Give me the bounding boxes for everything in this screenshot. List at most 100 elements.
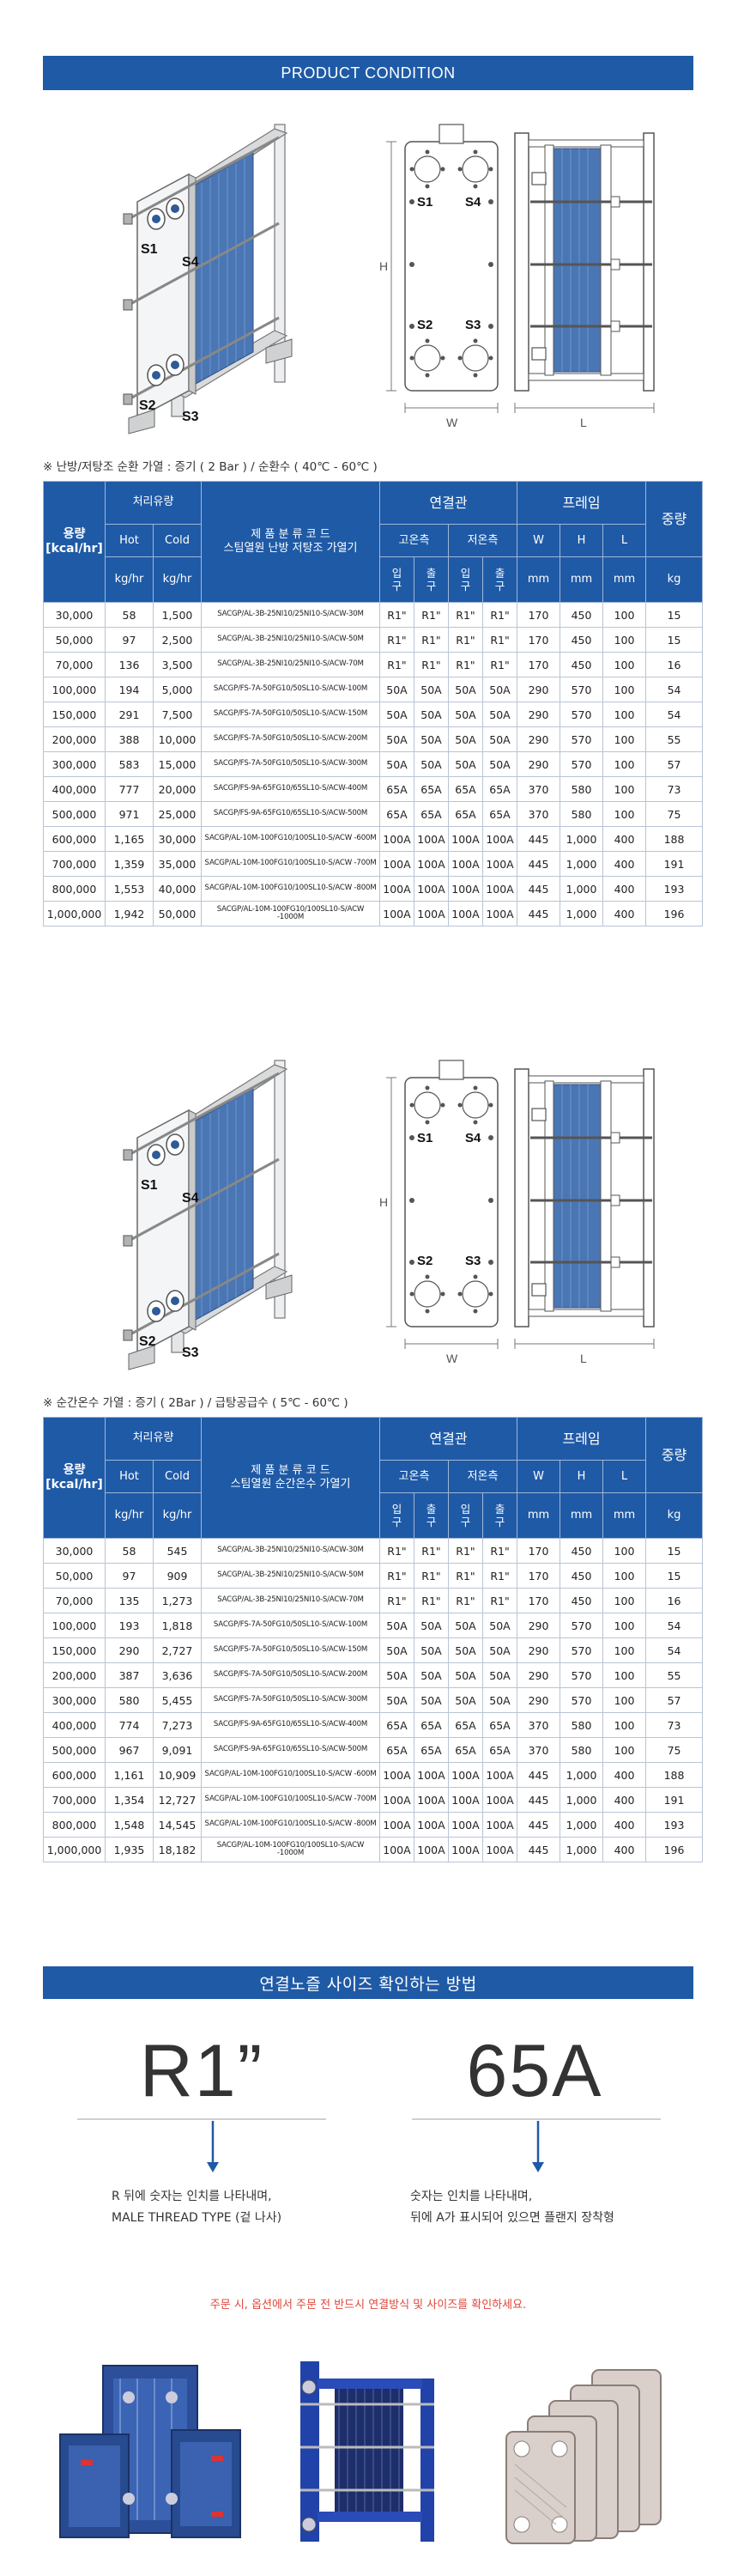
table-cell: 100 bbox=[602, 726, 647, 752]
table-cell: 5,000 bbox=[153, 677, 202, 702]
table-cell: 445 bbox=[517, 1812, 561, 1838]
table-cell: 25,000 bbox=[153, 801, 202, 827]
table-cell: 75 bbox=[645, 801, 704, 827]
table-cell: R1" bbox=[379, 602, 414, 628]
table-cell: 580 bbox=[560, 801, 604, 827]
table-cell: 1,553 bbox=[105, 876, 154, 902]
table-cell: 100A bbox=[414, 1762, 449, 1788]
table-cell: 150,000 bbox=[43, 1637, 106, 1663]
header-low-side: 저온측 bbox=[447, 523, 518, 558]
table-cell: R1" bbox=[481, 602, 518, 628]
table-cell: 290 bbox=[517, 677, 561, 702]
header-connection: 연결관 bbox=[378, 1417, 518, 1461]
table-cell: 57 bbox=[645, 751, 704, 777]
table-cell: 400 bbox=[602, 876, 647, 902]
table-cell: 100 bbox=[602, 801, 647, 827]
header-weight: 중량 bbox=[645, 480, 704, 558]
table-cell: R1" bbox=[448, 1538, 483, 1564]
table-cell: 100A bbox=[379, 1787, 414, 1813]
table-cell: 100A bbox=[414, 901, 449, 927]
table-cell: 450 bbox=[560, 602, 604, 628]
table-cell: R1" bbox=[481, 652, 518, 677]
table-cell: 450 bbox=[560, 1563, 604, 1589]
table-cell: 1,500 bbox=[153, 602, 202, 628]
header-flow: 처리유량 bbox=[105, 481, 202, 525]
table-cell: 65A bbox=[414, 1737, 449, 1763]
photo-large-exchanger bbox=[300, 2361, 434, 2542]
table-cell: 65A bbox=[481, 1737, 518, 1763]
table-cell: 50A bbox=[448, 726, 483, 752]
table-cell: 100A bbox=[414, 851, 449, 877]
table-cell: 500,000 bbox=[43, 801, 106, 827]
header-w-unit: mm bbox=[527, 1509, 550, 1522]
table-cell: 1,818 bbox=[153, 1613, 202, 1638]
table-cell: 54 bbox=[645, 1637, 704, 1663]
table-cell: 35,000 bbox=[153, 851, 202, 877]
product-code-subtitle: 스팀열원 순간온수 가열기 bbox=[230, 1478, 351, 1491]
table-cell: 500,000 bbox=[43, 1737, 106, 1763]
section1-caption: ※ 난방/저탕조 순환 가열 : 증기 ( 2 Bar ) / 순환수 ( 40… bbox=[43, 460, 378, 474]
table-cell: 50A bbox=[481, 702, 518, 727]
table-cell: 50A bbox=[379, 1687, 414, 1713]
table-cell: 100A bbox=[481, 876, 518, 902]
table-cell: 100 bbox=[602, 652, 647, 677]
table-cell: 400 bbox=[602, 1812, 647, 1838]
table-cell: 40,000 bbox=[153, 876, 202, 902]
table-cell: 30,000 bbox=[43, 602, 106, 628]
table-cell: 1,000,000 bbox=[43, 1837, 106, 1862]
table-cell: 50A bbox=[481, 1687, 518, 1713]
table-cell: 15 bbox=[645, 1538, 704, 1564]
table-cell: R1" bbox=[414, 627, 449, 653]
heat-exchanger-illustration: S1 S4 S2 S3 bbox=[123, 124, 293, 434]
table-cell: SACGP/FS-7A-50FG10/50SL10-S/ACW-150M bbox=[201, 702, 380, 727]
table-cell: 170 bbox=[517, 627, 561, 653]
table-cell: 97 bbox=[105, 627, 154, 653]
table-cell: 290 bbox=[517, 751, 561, 777]
table-cell: 14,545 bbox=[153, 1812, 202, 1838]
table-cell: 135 bbox=[105, 1588, 154, 1613]
table-cell: 445 bbox=[517, 1762, 561, 1788]
dimension-label-s3: S3 bbox=[465, 318, 481, 332]
table-cell: 1,000,000 bbox=[43, 901, 106, 927]
table-cell: 450 bbox=[560, 1538, 604, 1564]
table-cell: SACGP/FS-9A-65FG10/65SL10-S/ACW-400M bbox=[201, 1712, 380, 1738]
table-cell: 570 bbox=[560, 751, 604, 777]
table-cell: 967 bbox=[105, 1737, 154, 1763]
table-cell: 445 bbox=[517, 826, 561, 852]
table-cell: 100 bbox=[602, 751, 647, 777]
table-cell: 54 bbox=[645, 677, 704, 702]
table-cell: 1,000 bbox=[560, 826, 604, 852]
table-cell: 65A bbox=[379, 1712, 414, 1738]
table-cell: 50A bbox=[448, 1637, 483, 1663]
header-w-label: W bbox=[517, 525, 560, 557]
table-cell: 100A bbox=[481, 901, 518, 927]
table-cell: R1" bbox=[379, 627, 414, 653]
table-cell: 100,000 bbox=[43, 1613, 106, 1638]
table-cell: 700,000 bbox=[43, 851, 106, 877]
table-cell: 290 bbox=[517, 1662, 561, 1688]
table-cell: SACGP/AL-10M-100FG10/100SL10-S/ACW -700M bbox=[201, 1787, 380, 1813]
table-cell: 170 bbox=[517, 1538, 561, 1564]
table-cell: 65A bbox=[481, 776, 518, 802]
table-cell: SACGP/AL-10M-100FG10/100SL10-S/ACW -800M bbox=[201, 876, 380, 902]
table-cell: R1" bbox=[414, 1588, 449, 1613]
header-l-label: L bbox=[603, 1461, 646, 1493]
table-cell: SACGP/AL-10M-100FG10/100SL10-S/ACW -700M bbox=[201, 851, 380, 877]
table-cell: 445 bbox=[517, 1787, 561, 1813]
dimension-label-s3: S3 bbox=[182, 1346, 199, 1360]
header-cold-unit: kg/hr bbox=[153, 556, 202, 603]
table-cell: 100 bbox=[602, 1662, 647, 1688]
table-cell: 570 bbox=[560, 726, 604, 752]
header-capacity: 용량[kcal/hr] bbox=[43, 1417, 106, 1539]
table-cell: 450 bbox=[560, 652, 604, 677]
table-cell: SACGP/AL-3B-25NI10/25NI10-S/ACW-70M bbox=[201, 652, 380, 677]
table-cell: 370 bbox=[517, 776, 561, 802]
dimension-label-s3: S3 bbox=[465, 1254, 481, 1268]
table-cell: 1,935 bbox=[105, 1837, 154, 1862]
table-cell: R1" bbox=[414, 1563, 449, 1589]
